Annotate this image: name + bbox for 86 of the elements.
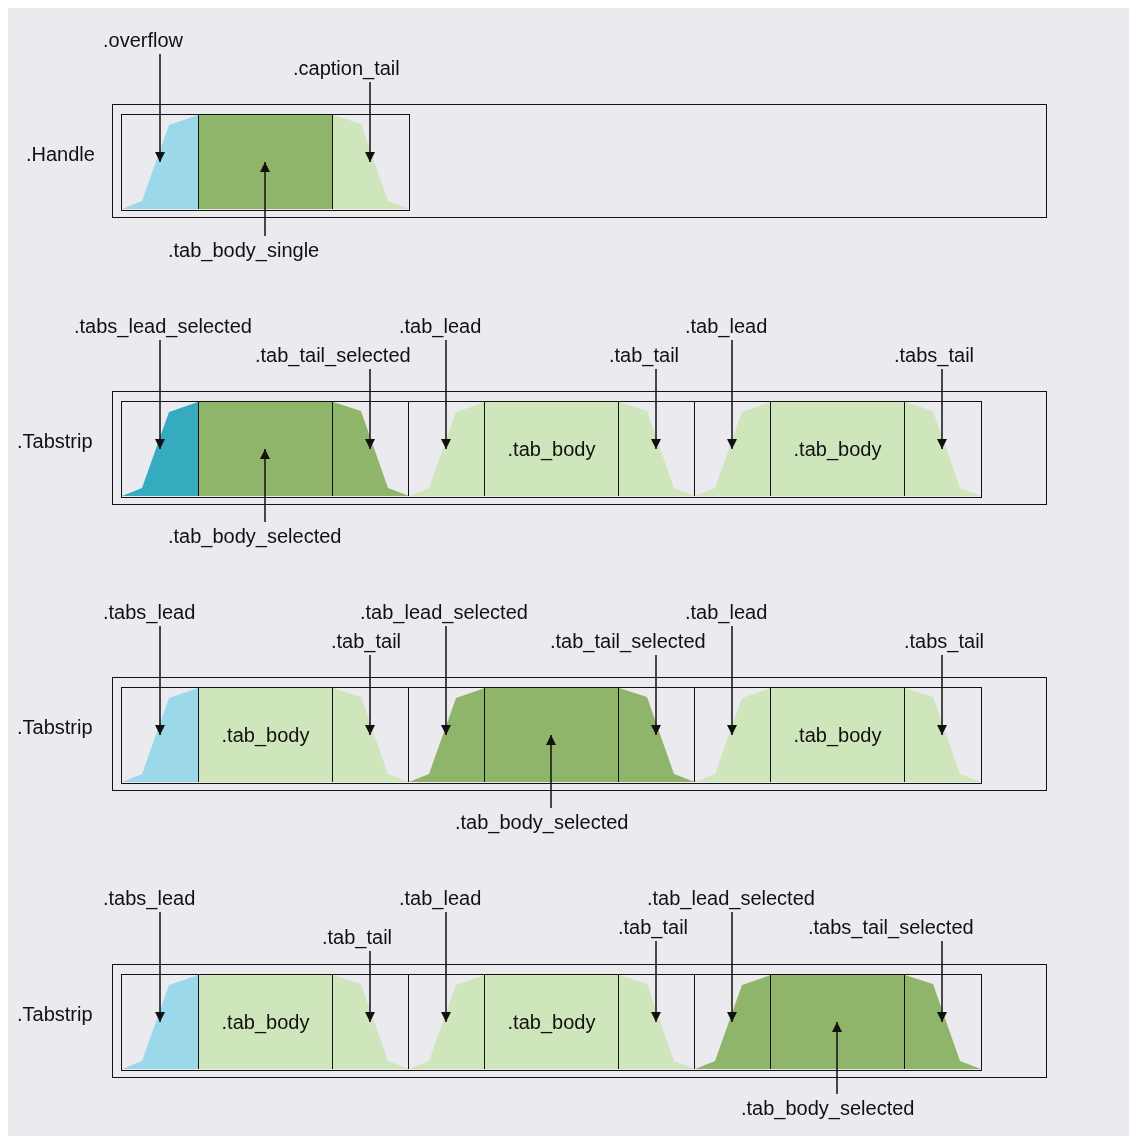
class-label: .tabs_tail xyxy=(904,629,985,653)
leader-arrow xyxy=(727,625,737,736)
frame-label: .Handle xyxy=(26,142,95,166)
leader-arrow xyxy=(727,339,737,450)
leader-arrow xyxy=(260,448,270,523)
leader-arrow xyxy=(832,1021,842,1095)
leader-arrow xyxy=(651,654,661,736)
tab-lead-segment xyxy=(122,402,198,496)
frame-label: .Tabstrip xyxy=(17,429,93,453)
leader-arrow xyxy=(155,339,165,450)
class-label: .tab_body_selected xyxy=(741,1096,915,1120)
leader-arrow xyxy=(937,940,947,1023)
class-label: .tab_body_selected xyxy=(455,810,629,834)
class-label: .tab_tail_selected xyxy=(255,343,411,367)
class-label: .caption_tail xyxy=(293,56,400,80)
tab-body-segment: .tab_body xyxy=(770,688,904,782)
class-label: .tab_lead_selected xyxy=(647,886,815,910)
class-label: .tab_tail xyxy=(331,629,402,653)
leader-arrow xyxy=(937,368,947,450)
class-label: .tabs_tail_selected xyxy=(808,915,974,939)
leader-arrow xyxy=(155,625,165,736)
leader-arrow xyxy=(365,368,375,450)
class-label: .tab_body_selected xyxy=(168,524,342,548)
tab-lead-segment xyxy=(408,402,484,496)
class-label: .tabs_lead xyxy=(103,886,196,910)
class-label: .tab_tail_selected xyxy=(550,629,706,653)
class-label: .tab_body_single xyxy=(168,238,320,262)
frame-label: .Tabstrip xyxy=(17,715,93,739)
leader-arrow xyxy=(155,911,165,1023)
tab-lead-segment xyxy=(694,688,770,782)
leader-arrow xyxy=(546,734,556,809)
class-label: .tabs_lead_selected xyxy=(74,314,252,338)
class-label: .tabs_lead xyxy=(103,600,196,624)
frame-label: .Tabstrip xyxy=(17,1002,93,1026)
leader-arrow xyxy=(727,911,737,1023)
leader-arrow xyxy=(651,940,661,1023)
tab-tail-segment xyxy=(332,975,408,1069)
tab-lead-segment xyxy=(122,688,198,782)
class-label: .tab_tail xyxy=(322,925,393,949)
tab-tail-segment xyxy=(332,115,408,209)
class-label: .tab_tail xyxy=(618,915,689,939)
tab-tail-segment xyxy=(332,402,408,496)
leader-arrow xyxy=(441,625,451,736)
tab-body-segment xyxy=(484,688,618,782)
tab-body-segment xyxy=(770,975,904,1069)
tab-tail-segment xyxy=(618,402,694,496)
leader-arrow xyxy=(441,339,451,450)
class-label: .tab_lead_selected xyxy=(360,600,528,624)
leader-arrow xyxy=(155,53,165,163)
leader-arrow xyxy=(651,368,661,450)
tab-lead-segment xyxy=(122,975,198,1069)
tab-body-segment xyxy=(198,402,332,496)
tab-lead-segment xyxy=(694,402,770,496)
class-label: .tab_tail xyxy=(609,343,680,367)
tab-row-box xyxy=(121,114,410,211)
tab-body-segment: .tab_body xyxy=(198,688,332,782)
tab-tail-segment xyxy=(618,688,694,782)
class-label: .tab_lead xyxy=(399,314,482,338)
class-label: .overflow xyxy=(103,28,184,52)
tab-body-segment: .tab_body xyxy=(484,975,618,1069)
tab-body-segment: .tab_body xyxy=(770,402,904,496)
leader-arrow xyxy=(365,950,375,1023)
class-label: .tab_lead xyxy=(685,600,768,624)
tab-tail-segment xyxy=(904,402,980,496)
tab-body-segment: .tab_body xyxy=(198,975,332,1069)
tab-lead-segment xyxy=(408,688,484,782)
tab-row-box xyxy=(121,974,982,1071)
tab-lead-segment xyxy=(408,975,484,1069)
leader-arrow xyxy=(365,81,375,163)
tab-tail-segment xyxy=(618,975,694,1069)
leader-arrow xyxy=(937,654,947,736)
tab-row-box xyxy=(121,401,982,498)
class-label: .tabs_tail xyxy=(894,343,975,367)
leader-arrow xyxy=(365,654,375,736)
tab-tail-segment xyxy=(904,688,980,782)
tab-lead-segment xyxy=(122,115,198,209)
tab-body-segment: .tab_body xyxy=(484,402,618,496)
tab-tail-segment xyxy=(904,975,980,1069)
tab-body-segment xyxy=(198,115,332,209)
leader-arrow xyxy=(441,911,451,1023)
leader-arrow xyxy=(260,161,270,237)
class-label: .tab_lead xyxy=(399,886,482,910)
class-label: .tab_lead xyxy=(685,314,768,338)
tab-row-box xyxy=(121,687,982,784)
tab-tail-segment xyxy=(332,688,408,782)
tab-lead-segment xyxy=(694,975,770,1069)
